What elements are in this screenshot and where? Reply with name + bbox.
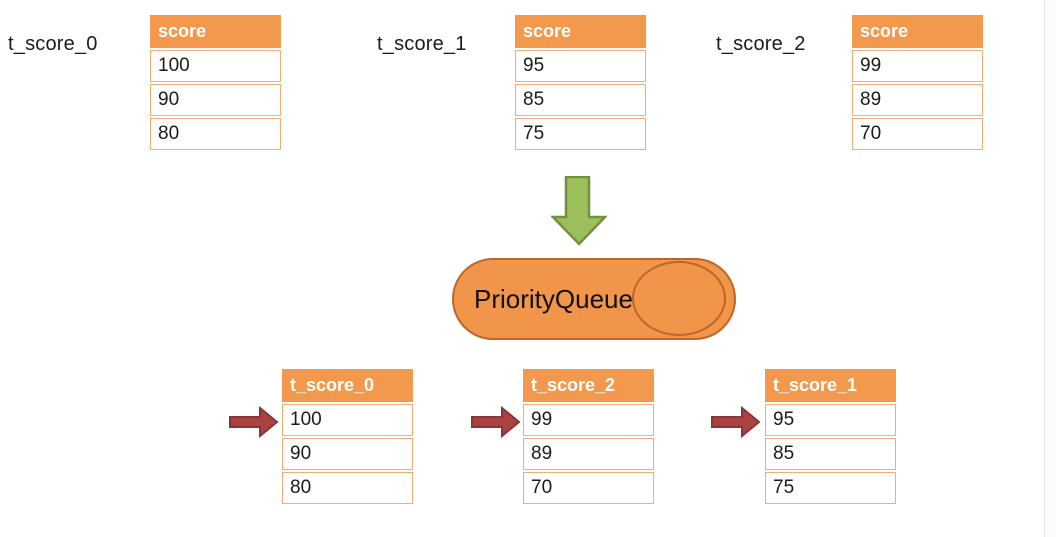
table-cell: 89 (523, 438, 654, 470)
bottom-table-t-score-1: t_score_1 95 85 75 (765, 369, 896, 504)
top-table-t-score-0: score 100 90 80 (150, 15, 281, 150)
down-arrow-icon (551, 176, 607, 246)
table-cell: 99 (852, 50, 983, 82)
slide-margin (1045, 0, 1056, 537)
table-label-t-score-2: t_score_2 (716, 33, 806, 55)
priority-queue-cylinder: PriorityQueue (452, 258, 736, 340)
table-header-cell: score (852, 15, 983, 48)
table-header-cell: score (515, 15, 646, 48)
top-table-t-score-2: score 99 89 70 (852, 15, 983, 150)
table-cell: 100 (150, 50, 281, 82)
table-cell: 75 (515, 118, 646, 150)
table-cell: 85 (765, 438, 896, 470)
right-arrow-icon (229, 406, 279, 438)
table-cell: 100 (282, 404, 413, 436)
table-cell: 75 (765, 472, 896, 504)
table-cell: 89 (852, 84, 983, 116)
table-header-cell: t_score_2 (523, 369, 654, 402)
priority-queue-label: PriorityQueue (474, 283, 633, 314)
table-cell: 85 (515, 84, 646, 116)
table-cell: 70 (852, 118, 983, 150)
top-table-t-score-1: score 95 85 75 (515, 15, 646, 150)
bottom-table-t-score-2: t_score_2 99 89 70 (523, 369, 654, 504)
right-arrow-icon (711, 406, 761, 438)
table-header-cell: score (150, 15, 281, 48)
table-label-t-score-1: t_score_1 (377, 33, 467, 55)
table-cell: 90 (150, 84, 281, 116)
table-header-cell: t_score_1 (765, 369, 896, 402)
cylinder-cap (632, 261, 726, 336)
table-cell: 70 (523, 472, 654, 504)
table-cell: 90 (282, 438, 413, 470)
table-cell: 99 (523, 404, 654, 436)
table-cell: 95 (765, 404, 896, 436)
bottom-table-t-score-0: t_score_0 100 90 80 (282, 369, 413, 504)
table-cell: 80 (282, 472, 413, 504)
table-cell: 80 (150, 118, 281, 150)
table-cell: 95 (515, 50, 646, 82)
slide-edge-line (1044, 0, 1045, 537)
right-arrow-icon (471, 406, 521, 438)
table-label-t-score-0: t_score_0 (8, 33, 98, 55)
table-header-cell: t_score_0 (282, 369, 413, 402)
